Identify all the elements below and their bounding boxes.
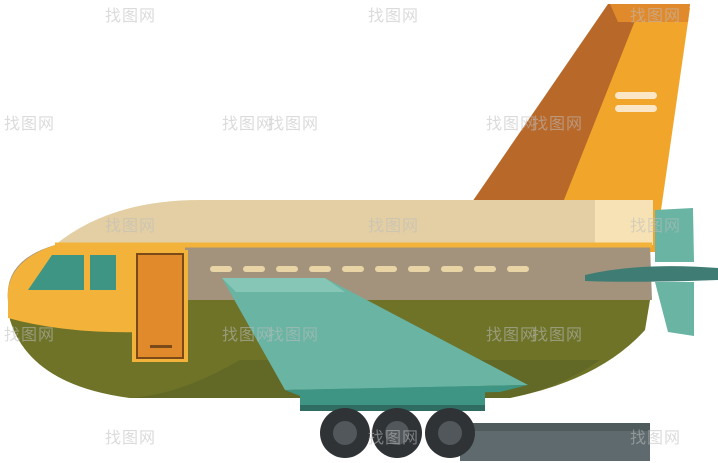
watermark: 找图网 bbox=[222, 325, 274, 344]
watermark: 找图网 bbox=[105, 428, 157, 447]
watermark: 找图网 bbox=[368, 428, 420, 447]
horizontal-stabilizer bbox=[585, 208, 718, 336]
cockpit-windows bbox=[28, 255, 116, 290]
watermark: 找图网 bbox=[268, 114, 320, 133]
watermark: 找图网 bbox=[268, 325, 320, 344]
watermark: 找图网 bbox=[368, 6, 420, 25]
watermark: 找图网 bbox=[4, 325, 56, 344]
watermark: 找图网 bbox=[532, 325, 584, 344]
landing-gear bbox=[300, 385, 650, 461]
main-wing bbox=[222, 278, 528, 396]
watermark: 找图网 bbox=[486, 114, 538, 133]
watermark: 找图网 bbox=[368, 216, 420, 235]
tail-stripe-bottom bbox=[615, 105, 657, 112]
watermark: 找图网 bbox=[630, 216, 682, 235]
watermark: 找图网 bbox=[4, 114, 56, 133]
watermark: 找图网 bbox=[630, 6, 682, 25]
cabin-door bbox=[132, 250, 188, 362]
tail-fin bbox=[470, 4, 690, 252]
watermark: 找图网 bbox=[532, 114, 584, 133]
watermark: 找图网 bbox=[105, 6, 157, 25]
watermark: 找图网 bbox=[222, 114, 274, 133]
watermark: 找图网 bbox=[105, 216, 157, 235]
passenger-window-row bbox=[210, 266, 529, 272]
watermark: 找图网 bbox=[630, 428, 682, 447]
tail-stripe-top bbox=[615, 92, 657, 99]
watermark: 找图网 bbox=[486, 325, 538, 344]
